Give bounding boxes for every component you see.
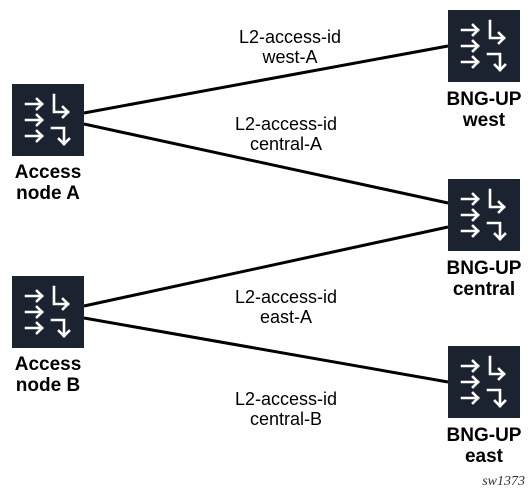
access-node-b-label: Access node B — [0, 354, 96, 396]
link-access-b-to-bng-east — [83, 316, 449, 384]
node-label-line2: node B — [15, 375, 81, 396]
link-label-line2: east-A — [259, 307, 313, 327]
link-access-b-to-bng-central — [83, 225, 449, 308]
node-label-line1: BNG-UP — [446, 425, 522, 446]
link-label-line1: L2-access-id — [234, 287, 338, 307]
link-access-a-to-bng-west — [83, 44, 449, 115]
link-label-line1: L2-access-id — [234, 389, 338, 409]
link-label-west-a: L2-access-id west-A — [200, 27, 380, 67]
node-label-line2: west — [462, 110, 506, 131]
bng-up-west-label: BNG-UP west — [429, 89, 531, 131]
router-icon — [12, 276, 84, 348]
router-icon — [448, 10, 520, 82]
access-node-a-label: Access node A — [0, 162, 96, 204]
link-label-line2: central-B — [249, 409, 323, 429]
access-node-a — [12, 84, 84, 156]
link-label-east-a: L2-access-id east-A — [196, 287, 376, 327]
router-icon — [12, 84, 84, 156]
figure-id: sw1373 — [482, 474, 525, 489]
link-access-a-to-bng-central — [83, 122, 449, 205]
link-label-line1: L2-access-id — [234, 114, 338, 134]
access-node-b — [12, 276, 84, 348]
router-icon — [448, 179, 520, 251]
bng-up-east-label: BNG-UP east — [429, 425, 531, 467]
node-label-line2: node A — [16, 183, 80, 204]
link-label-line2: west-A — [262, 47, 318, 67]
link-label-line1: L2-access-id — [238, 27, 342, 47]
link-label-central-a: L2-access-id central-A — [196, 114, 376, 154]
link-label-line2: central-A — [249, 134, 323, 154]
node-label-line1: BNG-UP — [446, 258, 522, 279]
node-label-line1: BNG-UP — [446, 89, 522, 110]
node-label-line1: Access — [14, 354, 82, 375]
bng-up-central — [448, 179, 520, 251]
router-icon — [448, 346, 520, 418]
node-label-line2: central — [452, 279, 516, 300]
link-label-central-b: L2-access-id central-B — [196, 389, 376, 429]
node-label-line2: east — [464, 446, 504, 467]
node-label-line1: Access — [14, 162, 82, 183]
bng-up-central-label: BNG-UP central — [429, 258, 531, 300]
bng-up-west — [448, 10, 520, 82]
bng-up-east — [448, 346, 520, 418]
